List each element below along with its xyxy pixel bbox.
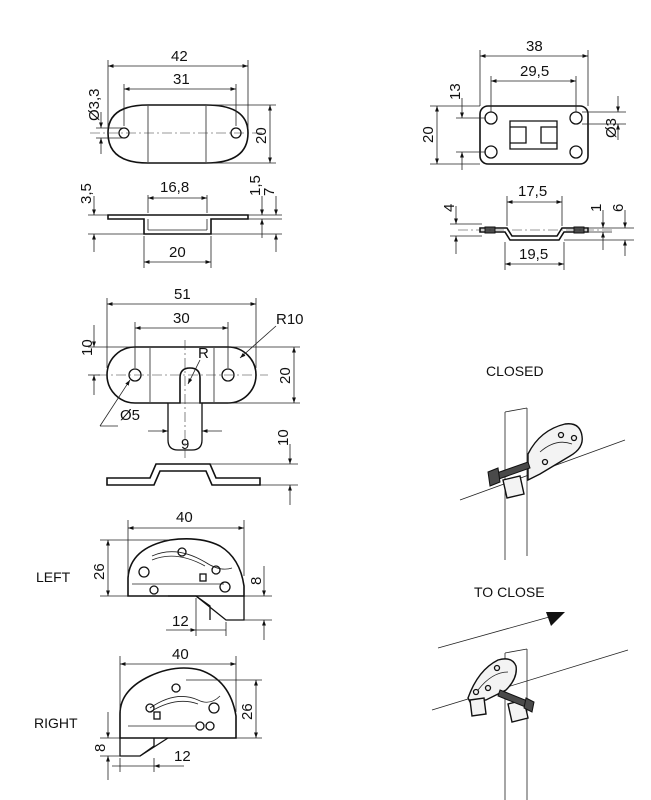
- dim-slot-width: 9: [181, 436, 189, 453]
- dim-tab: 12: [172, 613, 189, 630]
- dim-step-a: 1: [588, 204, 605, 212]
- plate-hole: [484, 111, 498, 125]
- direction-arrow: [437, 613, 561, 649]
- dim-height: 20: [420, 126, 437, 143]
- plate-hole: [484, 145, 498, 159]
- plate-hole: [569, 111, 583, 125]
- base-side-outline: [107, 214, 249, 235]
- dim-step-a: 1,5: [247, 175, 264, 196]
- right-hinge-body: [119, 667, 237, 739]
- dim-height: 26: [91, 563, 108, 580]
- dim-left-height: 10: [79, 339, 96, 356]
- dim-left-height: 3,5: [78, 183, 95, 204]
- base-side-view: 3,5 16,8 20 1,5 7: [78, 175, 282, 268]
- dim-height: 26: [239, 703, 256, 720]
- link-top-outline: [106, 346, 257, 404]
- link-side-view: 10: [106, 429, 298, 505]
- dim-inner-width: 29,5: [520, 63, 549, 80]
- base-top-view: 42 31 Ø3,3 20: [86, 48, 276, 164]
- dim-offset: 8: [248, 577, 265, 585]
- dim-bottom-width: 20: [169, 244, 186, 261]
- dim-height: 20: [277, 367, 294, 384]
- dim-step-b: 7: [261, 188, 278, 196]
- to-close-caption: TO CLOSE: [474, 584, 545, 600]
- arrow-head-icon: [546, 612, 565, 626]
- plate-outline: [479, 105, 589, 165]
- right-caption: RIGHT: [34, 715, 78, 731]
- dim-step-b: 6: [610, 204, 627, 212]
- dim-left-height: 4: [441, 204, 458, 212]
- dim-width-total: 51: [174, 286, 191, 303]
- dim-hole-dia: Ø3: [603, 118, 620, 138]
- plate-hole: [569, 145, 583, 159]
- link-top-view: 51 30 R10 10 20 R Ø5 9: [79, 286, 304, 458]
- dim-hole-spacing: 30: [173, 310, 190, 327]
- closed-view: CLOSED: [459, 363, 626, 560]
- closed-hinge: [527, 423, 583, 482]
- plate-side-view: 4 17,5 19,5 1 6: [441, 183, 634, 270]
- dim-hole-dia: Ø3,3: [86, 88, 103, 121]
- open-hinge: [467, 658, 517, 703]
- dim-width: 40: [172, 646, 189, 663]
- dim-height: 20: [253, 127, 270, 144]
- closed-caption: CLOSED: [486, 363, 544, 379]
- dim-top-offset: 13: [447, 83, 464, 100]
- plate-top-view: 38 29,5 13 20 Ø3: [420, 38, 626, 170]
- dim-offset: 8: [92, 744, 109, 752]
- dim-bottom-width: 19,5: [519, 246, 548, 263]
- dim-width: 40: [176, 509, 193, 526]
- left-hinge-body: [127, 538, 245, 597]
- left-caption: LEFT: [36, 569, 71, 585]
- dim-top-width: 17,5: [518, 183, 547, 200]
- dim-hole-dia: Ø5: [120, 407, 140, 424]
- dim-height: 10: [275, 429, 292, 446]
- link-side-outline: [106, 463, 261, 486]
- left-view: LEFT 40 26 8 12: [36, 509, 272, 640]
- dim-hole-spacing: 31: [173, 71, 190, 88]
- dim-radius-end: R10: [276, 311, 304, 328]
- dim-radius: R: [198, 345, 209, 362]
- to-close-view: TO CLOSE: [431, 584, 629, 800]
- dim-width-total: 42: [171, 48, 188, 65]
- right-view: RIGHT 40 26 8 12: [34, 646, 262, 780]
- dim-width-total: 38: [526, 38, 543, 55]
- dim-slot-width: 16,8: [160, 179, 189, 196]
- dim-tab: 12: [174, 748, 191, 765]
